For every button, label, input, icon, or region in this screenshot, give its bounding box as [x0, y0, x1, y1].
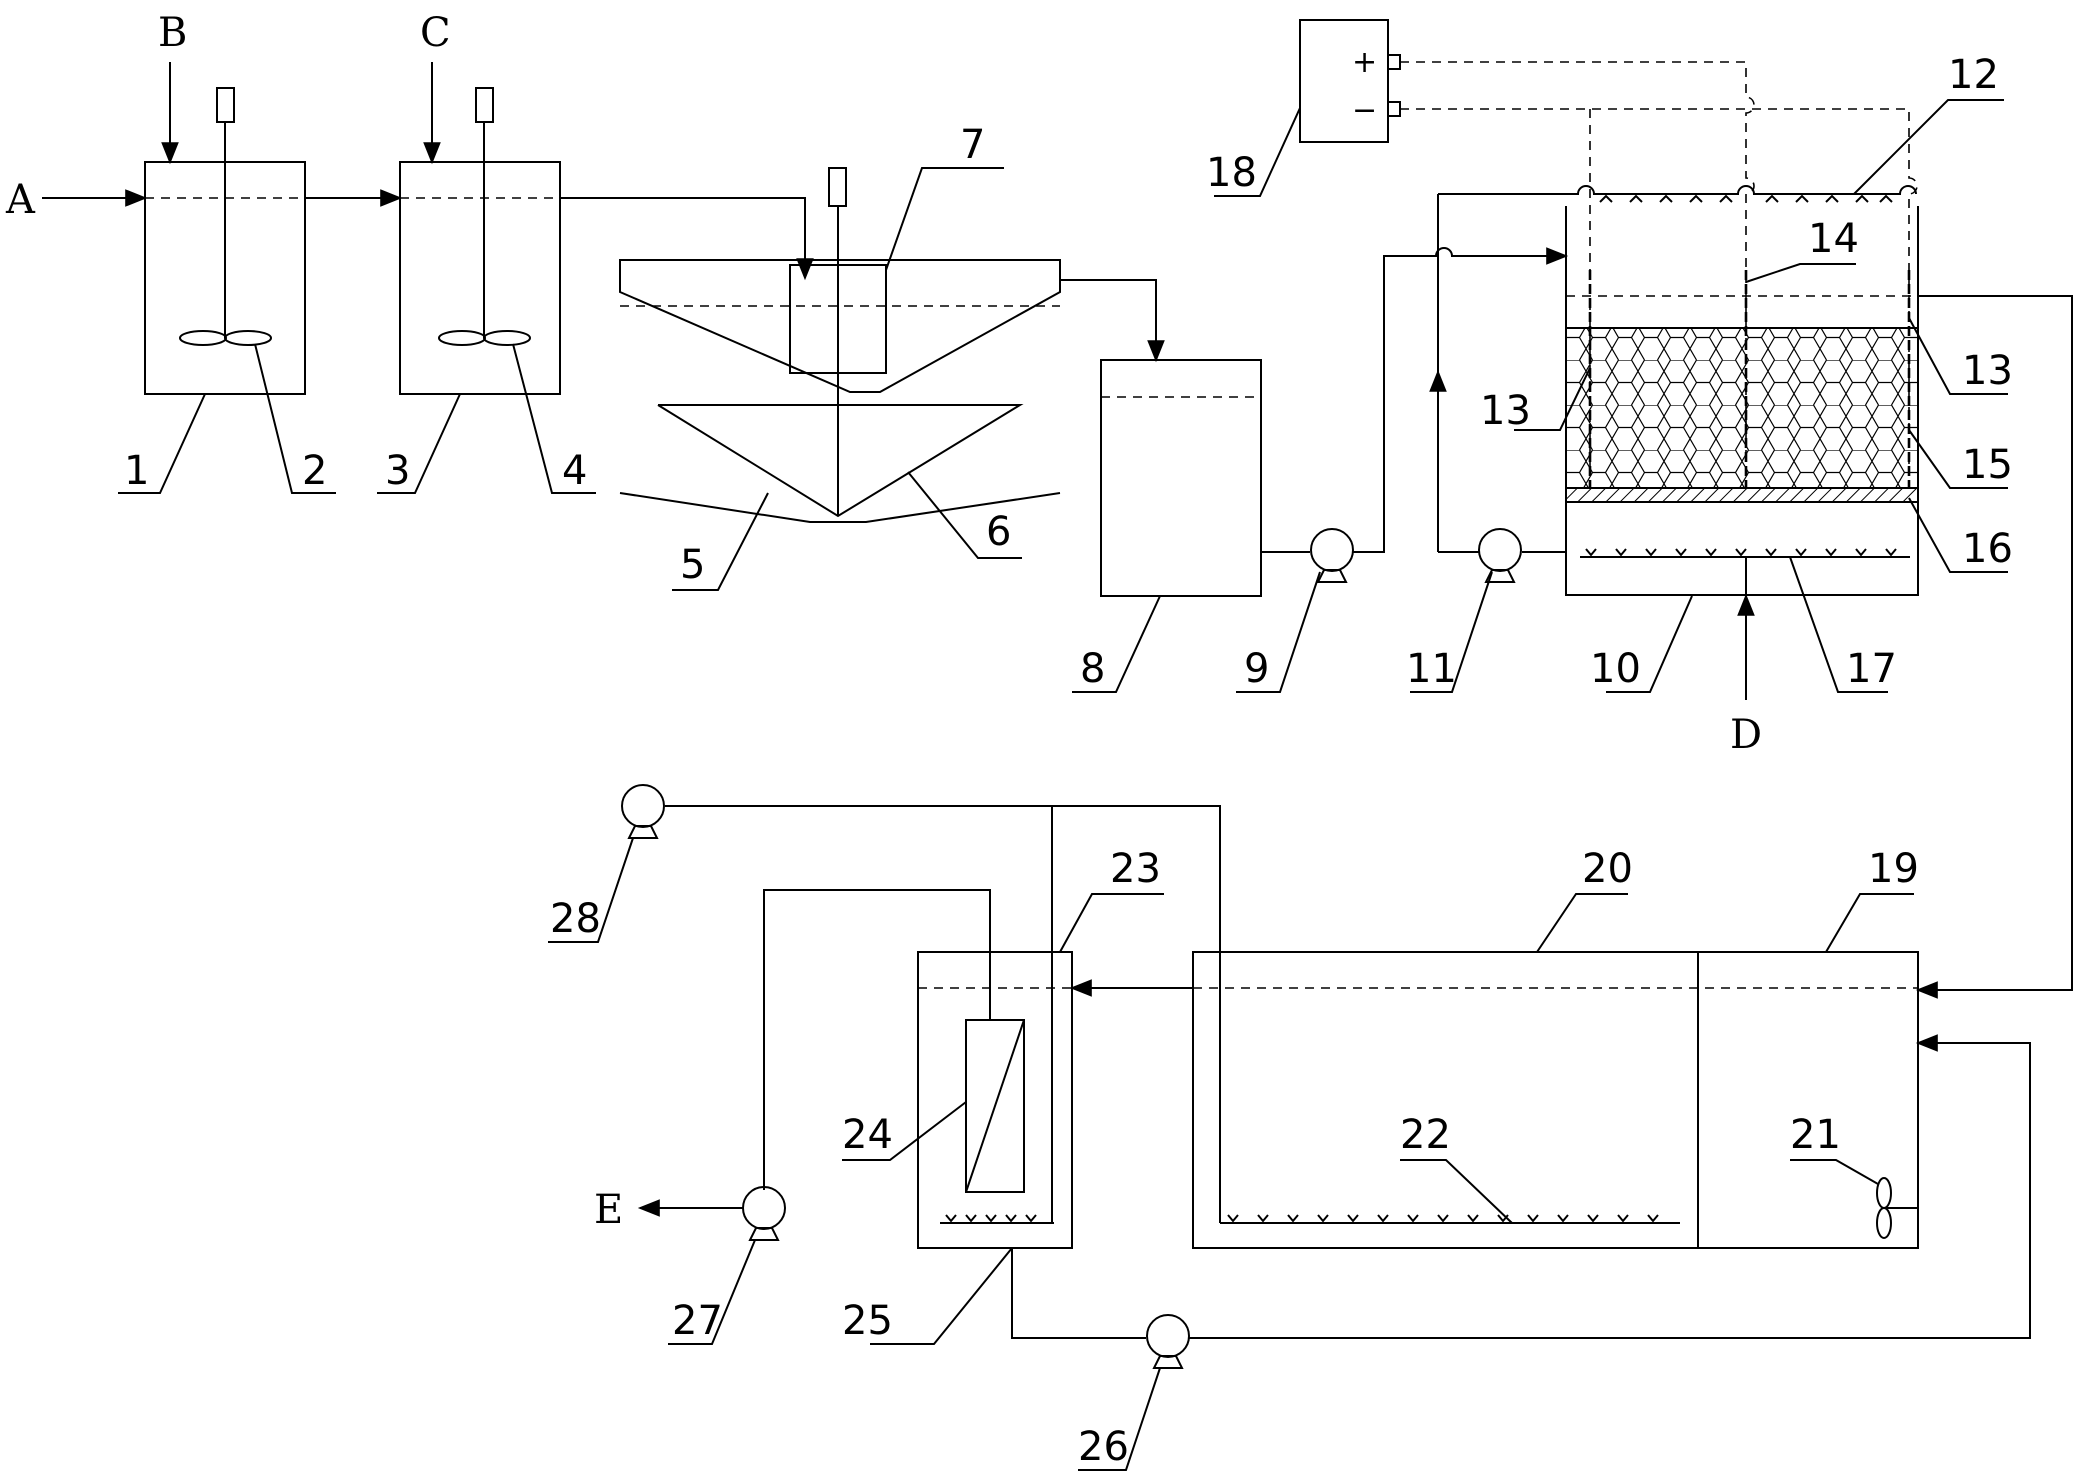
- pump-11: [1478, 528, 1522, 583]
- settling-tank-5: [619, 259, 1061, 393]
- negative-terminal-label: −: [1352, 93, 1377, 128]
- pump-9: [1310, 528, 1354, 583]
- sludge-return-line: [1011, 1248, 1146, 1339]
- packing-layer-15: [1566, 327, 1918, 488]
- label-28: 28: [550, 896, 601, 942]
- label-20: 20: [1582, 846, 1633, 892]
- label-4: 4: [562, 448, 587, 494]
- membrane-tank-23: [917, 951, 1073, 1249]
- pipe-10-to-19: [1915, 295, 2073, 999]
- buffer-tank-8: [1100, 359, 1262, 597]
- pump-27: [742, 1186, 786, 1241]
- aerator-17: [1580, 548, 1910, 558]
- stream-b-label: B: [158, 10, 187, 56]
- stirrer-4: [438, 87, 531, 346]
- aerator-22: [1220, 1214, 1680, 1224]
- pump-26: [1146, 1314, 1190, 1369]
- aerobic-tank-20: [1192, 951, 1918, 1249]
- stirrer-2: [179, 87, 272, 346]
- label-11: 11: [1406, 646, 1457, 692]
- membrane-module-24: [965, 1019, 1025, 1193]
- label-15: 15: [1962, 442, 2013, 488]
- label-10: 10: [1590, 646, 1641, 692]
- distributor-12: [1438, 185, 1917, 203]
- label-24: 24: [842, 1112, 893, 1158]
- label-26: 26: [1078, 1424, 1129, 1470]
- stream-d-label: D: [1730, 712, 1762, 758]
- mixing-tank-3: [399, 161, 561, 395]
- label-17: 17: [1846, 646, 1897, 692]
- label-1: 1: [124, 448, 149, 494]
- label-3: 3: [385, 448, 410, 494]
- positive-wire: [1400, 61, 1755, 470]
- sludge-return-to-19: [1189, 1034, 2031, 1339]
- pipe-5-to-8: [1060, 279, 1165, 363]
- reference-numerals: 1 2 3 4 5 6 7 8 9 10 11 12 13 13 14 15 1…: [124, 52, 2013, 1470]
- label-12: 12: [1948, 52, 1999, 98]
- label-23: 23: [1110, 846, 1161, 892]
- label-25: 25: [842, 1298, 893, 1344]
- power-supply-18: + −: [1299, 19, 1401, 143]
- label-2: 2: [302, 448, 327, 494]
- label-22: 22: [1400, 1112, 1451, 1158]
- label-27: 27: [672, 1298, 723, 1344]
- aerator-25: [940, 1214, 1054, 1224]
- pipe-9-to-10: [1353, 247, 1569, 553]
- label-16: 16: [1962, 526, 2013, 572]
- label-13-right: 13: [1962, 348, 2013, 394]
- leader-lines: [118, 99, 2008, 1471]
- mixer-21: [1876, 1177, 1918, 1239]
- stream-a-label: A: [5, 177, 36, 223]
- label-5: 5: [680, 542, 705, 588]
- label-21: 21: [1790, 1112, 1841, 1158]
- support-plate-16: [1565, 487, 1919, 503]
- label-18: 18: [1206, 150, 1257, 196]
- label-8: 8: [1080, 646, 1105, 692]
- positive-terminal-label: +: [1352, 45, 1377, 80]
- label-19: 19: [1868, 846, 1919, 892]
- negative-wire: [1400, 108, 1918, 470]
- label-7: 7: [960, 122, 985, 168]
- label-9: 9: [1244, 646, 1269, 692]
- label-14: 14: [1808, 216, 1859, 262]
- air-line-28-branch: [1052, 805, 1221, 1223]
- electrodes-13: [1588, 270, 1911, 488]
- scraper-6: [619, 167, 1061, 523]
- anoxic-tank-19: [1697, 951, 1919, 1249]
- label-6: 6: [986, 509, 1011, 555]
- permeate-line: [763, 889, 991, 1190]
- blower-28: [621, 784, 665, 839]
- pipe-3-to-5: [560, 197, 814, 281]
- label-13-left: 13: [1480, 388, 1531, 434]
- stream-c-label: C: [420, 10, 451, 56]
- stream-e-label: E: [594, 1187, 623, 1233]
